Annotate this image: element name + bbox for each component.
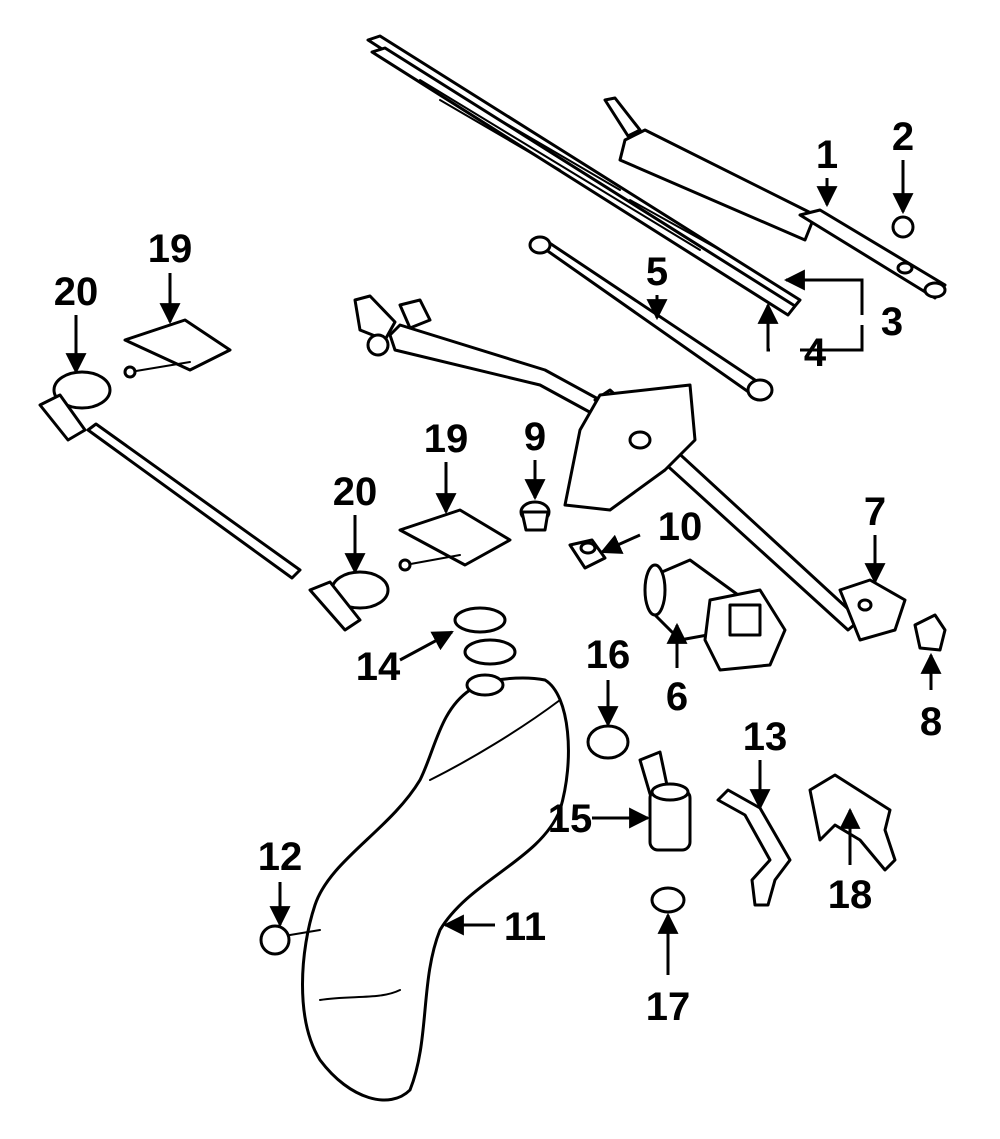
grommet-drawing	[519, 500, 551, 532]
linkage-frame-drawing	[353, 294, 907, 642]
callout-6: 6	[666, 675, 688, 719]
callout-19-lower: 19	[424, 417, 469, 461]
callout-16: 16	[586, 633, 631, 677]
callout-14: 14	[356, 645, 401, 689]
callout-19-upper: 19	[148, 227, 193, 271]
wiper-motor-drawing	[643, 558, 787, 672]
bracket-18-drawing	[808, 773, 897, 872]
callout-9: 9	[524, 415, 546, 459]
callout-1: 1	[816, 133, 838, 177]
washer-jet-upper-drawing	[123, 318, 232, 379]
washer-pump-drawing	[638, 750, 692, 852]
nozzle-and-hose-drawing	[38, 370, 390, 632]
callout-20-lower: 20	[333, 470, 378, 514]
bushing-drawing	[568, 538, 607, 570]
callout-11: 11	[504, 905, 546, 949]
washer-jet-lower-drawing	[398, 508, 512, 572]
wiper-blade-drawing	[366, 34, 802, 317]
callout-12: 12	[258, 835, 303, 879]
callout-15: 15	[548, 797, 593, 841]
callout-2: 2	[892, 115, 914, 159]
callout-8: 8	[920, 700, 942, 744]
callout-10: 10	[658, 505, 703, 549]
reservoir-tank-drawing	[301, 673, 570, 1102]
filler-cap-drawing	[453, 606, 517, 666]
callout-13: 13	[743, 715, 788, 759]
callout-20-upper: 20	[54, 270, 99, 314]
callout-labels: 1 2 3 4 5 6 7 8 9 10 11 12 13 14 15 16 1…	[54, 115, 942, 1029]
leader-lines	[65, 160, 942, 975]
callout-7: 7	[864, 490, 886, 534]
nut-drawing	[891, 215, 915, 239]
callout-3: 3	[881, 300, 903, 344]
clip-drawing	[913, 613, 947, 652]
seal-16-drawing	[586, 724, 630, 760]
callout-4: 4	[804, 331, 827, 375]
callout-17: 17	[646, 985, 691, 1029]
bracket-13-drawing	[716, 788, 792, 907]
callout-5: 5	[646, 250, 668, 294]
wiper-arm-drawing	[603, 96, 947, 300]
grommet-17-drawing	[650, 886, 686, 914]
callout-18: 18	[828, 873, 873, 917]
